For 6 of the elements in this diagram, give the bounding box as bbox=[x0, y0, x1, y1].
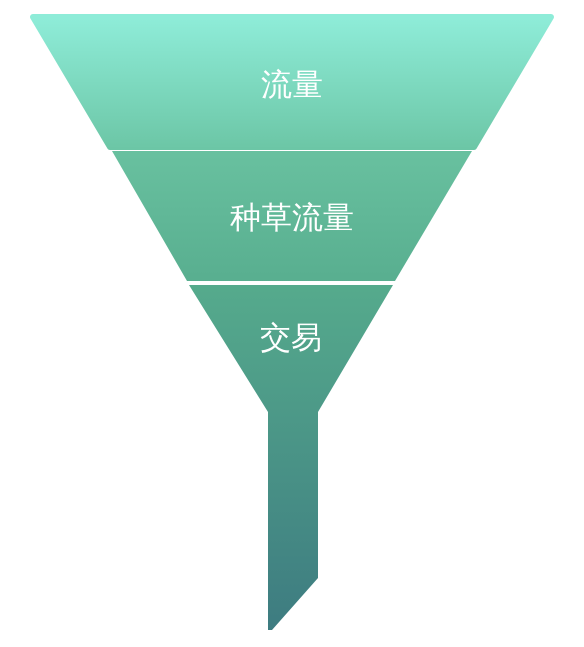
funnel-band bbox=[112, 151, 472, 281]
funnel-band bbox=[189, 285, 393, 630]
stage-label: 流量 bbox=[260, 66, 324, 105]
stage-label: 种草流量 bbox=[229, 199, 355, 238]
funnel-band bbox=[33, 17, 551, 147]
stage-label: 交易 bbox=[259, 319, 323, 358]
